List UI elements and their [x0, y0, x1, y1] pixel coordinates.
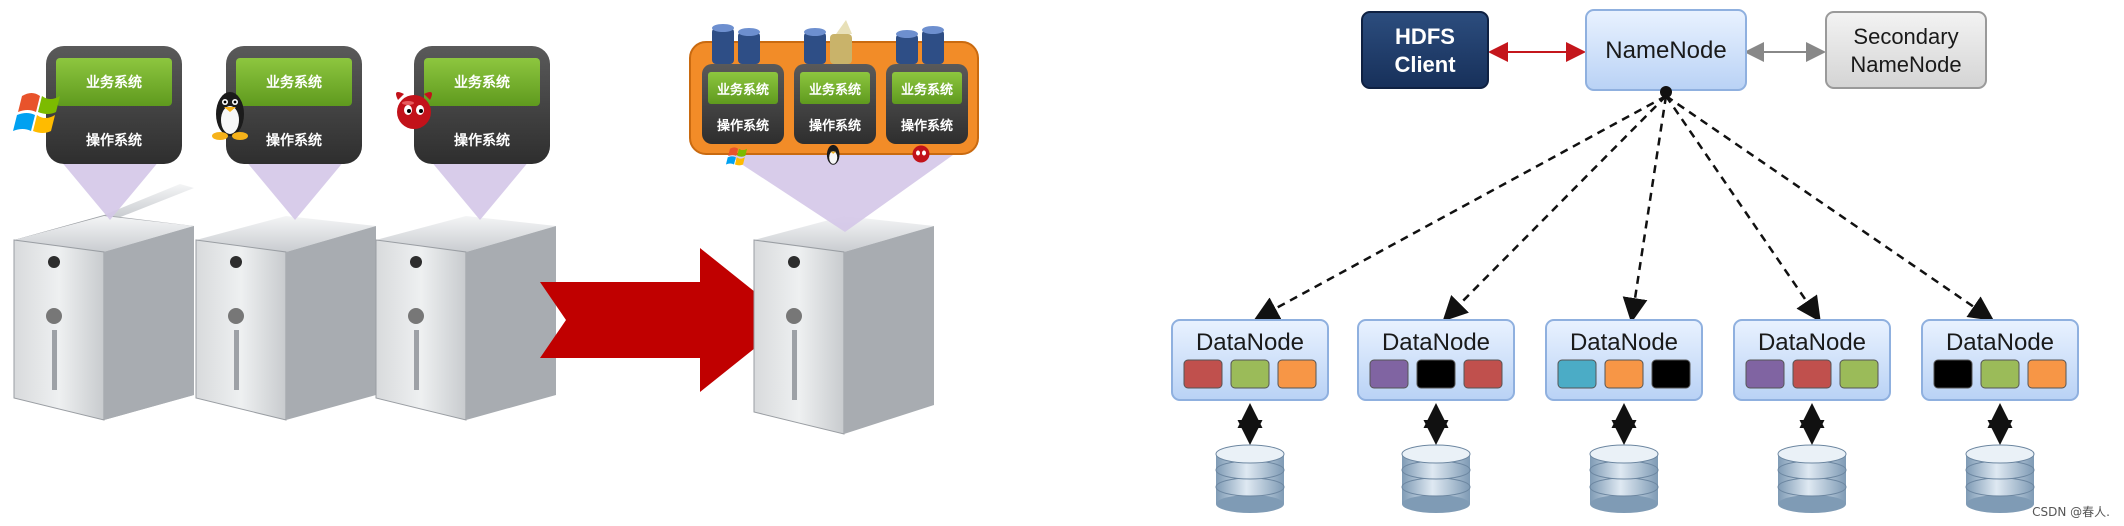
secondary-label-line2: NameNode	[1850, 52, 1961, 77]
transformation-arrow	[540, 248, 790, 392]
virtual-machines-container: 业务系统 操作系统 业务系统 操作系统 业务系统 操作系统	[689, 20, 979, 166]
data-block	[1745, 359, 1785, 389]
os-label: 操作系统	[86, 132, 142, 149]
database-icon	[804, 20, 852, 64]
os-stack-bubble: 业务系统 操作系统	[46, 46, 182, 164]
disk-stack-icon	[1777, 444, 1847, 513]
data-block	[1604, 359, 1644, 389]
database-icon	[712, 24, 760, 64]
data-block	[1183, 359, 1223, 389]
data-block	[2027, 359, 2067, 389]
physical-server	[195, 216, 376, 421]
datanode: DataNode	[1733, 319, 1891, 401]
database-icon	[896, 26, 944, 64]
os-stack-bubble: 业务系统 操作系统	[226, 46, 362, 164]
namenode-label: NameNode	[1605, 37, 1726, 64]
datanode-link	[1442, 95, 1667, 322]
windows-logo-icon	[13, 93, 60, 133]
data-block	[1980, 359, 2020, 389]
data-block	[1230, 359, 1270, 389]
datanode-link	[1665, 94, 1995, 321]
datanode: DataNode	[1171, 319, 1329, 401]
os-label: 操作系统	[809, 118, 861, 134]
os-label: 操作系统	[266, 132, 322, 149]
callout-pointer	[720, 150, 960, 232]
physical-server	[375, 216, 556, 421]
datanode-link	[1664, 95, 1821, 323]
hdfs-client-label-line2: Client	[1394, 52, 1456, 77]
data-block	[1463, 359, 1503, 389]
freebsd-daemon-icon	[396, 92, 432, 129]
secondary-namenode-node: Secondary NameNode	[1825, 11, 1987, 89]
datanode: DataNode	[1545, 319, 1703, 401]
os-label: 操作系统	[717, 118, 769, 134]
linux-tux-icon	[212, 92, 248, 140]
data-block	[1792, 359, 1832, 389]
watermark: CSDN @春人.	[2032, 505, 2110, 519]
windows-logo-icon	[725, 147, 748, 166]
app-system-label: 业务系统	[454, 74, 510, 91]
virtual-machine: 业务系统 操作系统	[794, 64, 876, 144]
disk-stack-icon	[1401, 444, 1471, 513]
disk-stack-icon	[1589, 444, 1659, 513]
data-block	[1369, 359, 1409, 389]
os-label: 操作系统	[901, 118, 953, 134]
namenode-port	[1660, 86, 1672, 98]
virtualization-diagram: 业务系统 操作系统 业务系统 操作系统 业务系统 操作系统	[13, 20, 979, 435]
data-block	[1933, 359, 1973, 389]
callout-pointer	[245, 160, 345, 220]
app-system-label: 业务系统	[901, 82, 953, 98]
callout-pointer	[60, 160, 160, 220]
disk-stack-icon	[1965, 444, 2035, 513]
secondary-label-line1: Secondary	[1853, 24, 1958, 49]
datanode-label: DataNode	[1382, 329, 1490, 356]
namenode-node: NameNode	[1585, 9, 1747, 98]
hdfs-client-node: HDFS Client	[1361, 11, 1489, 89]
datanode-row: DataNode DataNode DataNode	[1171, 319, 2079, 401]
os-stack-bubble: 业务系统 操作系统	[414, 46, 550, 164]
disk-stack-icon	[1215, 444, 1285, 513]
os-label: 操作系统	[454, 132, 510, 149]
freebsd-daemon-icon	[912, 145, 930, 163]
datanode-link	[1622, 95, 1668, 323]
app-system-label: 业务系统	[86, 74, 142, 91]
data-block	[1277, 359, 1317, 389]
data-block	[1839, 359, 1879, 389]
datanode-label: DataNode	[1758, 329, 1866, 356]
hdfs-client-label-line1: HDFS	[1395, 24, 1455, 49]
datanode-label: DataNode	[1570, 329, 1678, 356]
data-block	[1416, 359, 1456, 389]
callout-pointer	[430, 160, 530, 220]
data-block	[1651, 359, 1691, 389]
hdfs-architecture-diagram: HDFS Client NameNode Secondary NameNode	[1171, 9, 2079, 513]
disk-links	[1237, 403, 2013, 445]
virtual-machine: 业务系统 操作系统	[702, 64, 784, 144]
app-system-label: 业务系统	[266, 74, 322, 91]
namenode-datanode-links	[1253, 94, 1995, 323]
data-block	[1557, 359, 1597, 389]
physical-server	[13, 184, 194, 421]
datanode-label: DataNode	[1946, 329, 2054, 356]
app-system-label: 业务系统	[809, 82, 861, 98]
virtual-machine: 业务系统 操作系统	[886, 64, 968, 144]
datanode-label: DataNode	[1196, 329, 1304, 356]
app-system-label: 业务系统	[717, 82, 769, 98]
consolidated-server	[753, 216, 934, 435]
datanode-link	[1253, 94, 1667, 321]
datanode: DataNode	[1921, 319, 2079, 401]
datanode: DataNode	[1357, 319, 1515, 401]
linux-tux-icon	[826, 144, 840, 165]
